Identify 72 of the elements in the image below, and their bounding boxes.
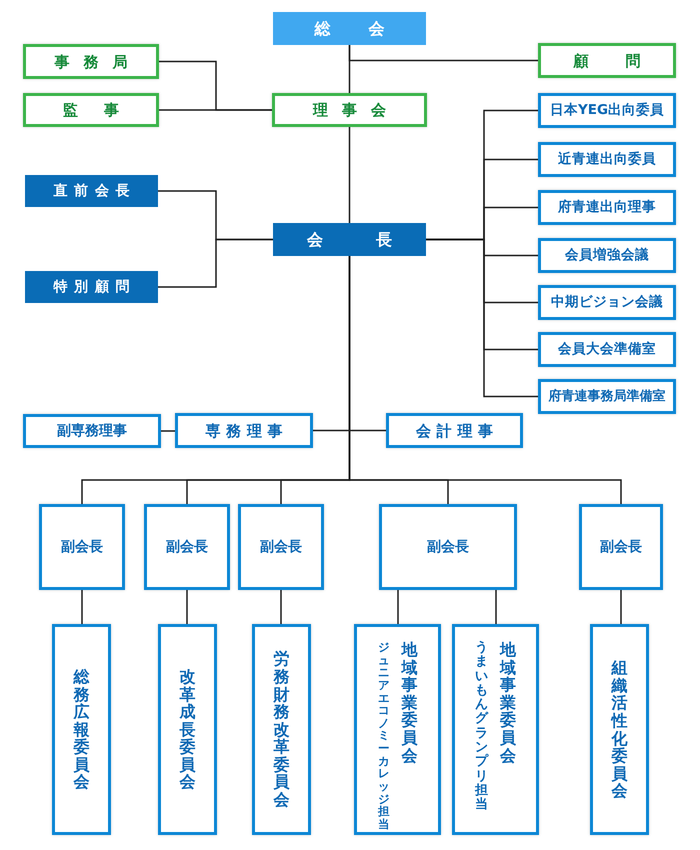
outlined-box (238, 504, 324, 590)
connector-line (81, 590, 83, 624)
outlined-box (158, 624, 217, 835)
outlined-box (538, 142, 676, 177)
box-label: 府青連出向理事 (558, 199, 656, 216)
outlined-box (538, 43, 676, 78)
vertical-label: 組織活性化委員会 (612, 659, 628, 800)
outlined-box (452, 624, 539, 835)
box-label: 理事会 (313, 101, 386, 119)
connector-line (186, 590, 188, 624)
outlined-box (52, 624, 111, 835)
box-label: 会員大会準備室 (558, 341, 656, 358)
connector-line (397, 590, 399, 624)
outlined-box (538, 238, 676, 273)
outlined-box (252, 624, 311, 835)
outlined-box (23, 93, 159, 127)
connector-line (161, 430, 175, 432)
connector-line (348, 45, 538, 62)
box-label: 中期ビジョン会議 (551, 294, 663, 311)
connector-line (620, 590, 622, 624)
connector-line (158, 238, 273, 288)
box-label: 府青連事務局準備室 (548, 388, 666, 404)
box-label: 会員増強会議 (565, 247, 649, 264)
filled-box (273, 223, 426, 256)
box-label: 監事 (63, 101, 119, 119)
outlined-box (538, 332, 676, 367)
box-label: 直前会長 (54, 182, 130, 200)
outlined-box (538, 190, 676, 225)
box-label: 総会 (314, 18, 384, 38)
box-label: 副専務理事 (57, 422, 127, 440)
vertical-label: 改革成長委員会 (180, 668, 196, 792)
vertical-label: ジュニアエコノミーカレッジ担当 (378, 641, 390, 831)
box-label: 副会長 (166, 538, 208, 556)
box-label: 専務理事 (206, 422, 282, 440)
outlined-box (538, 93, 676, 128)
outlined-box (23, 44, 159, 79)
box-label: 副会長 (427, 538, 469, 556)
connector-line (159, 109, 272, 111)
box-label: 会長 (307, 230, 392, 250)
outlined-box (144, 504, 230, 590)
vertical-label: 総務広報委員会 (74, 668, 90, 792)
outlined-box (538, 285, 676, 320)
outlined-box (354, 624, 441, 835)
connector-line (495, 590, 497, 624)
box-label: 近青連出向委員 (558, 151, 656, 168)
filled-box (25, 175, 158, 207)
outlined-box (23, 414, 161, 448)
outlined-box (175, 413, 313, 448)
connector-line (280, 590, 282, 624)
filled-box (25, 271, 158, 303)
outlined-box (379, 504, 517, 590)
box-label: 日本YEG出向委員 (550, 102, 664, 119)
box-label: 副会長 (600, 538, 642, 556)
vertical-label: 地域事業委員会 (401, 641, 418, 764)
outlined-box (39, 504, 125, 590)
vertical-label: うまいもんグランプリ担当 (475, 641, 488, 813)
outlined-box (538, 379, 676, 414)
vertical-label: 地域事業委員会 (500, 641, 516, 764)
outlined-box (272, 93, 427, 127)
box-label: 副会長 (61, 538, 103, 556)
box-label: 顧問 (574, 52, 640, 70)
connector-line (348, 127, 350, 223)
box-label: 副会長 (260, 538, 302, 556)
box-label: 事務局 (54, 52, 128, 70)
connector-line (426, 238, 538, 398)
vertical-label: 労務財務改革委員会 (274, 650, 290, 809)
outlined-box (590, 624, 649, 835)
filled-box (273, 12, 426, 45)
outlined-box (386, 413, 523, 448)
outlined-box (579, 504, 663, 590)
box-label: 特別顧問 (54, 278, 130, 296)
box-label: 会計理事 (416, 422, 493, 440)
